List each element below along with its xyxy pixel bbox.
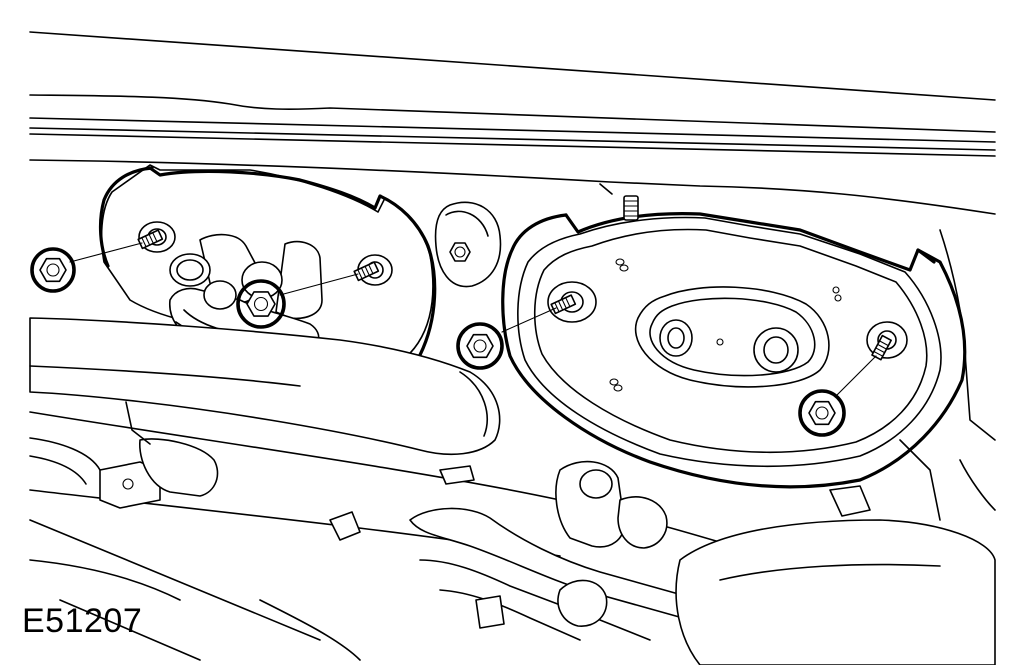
hose (30, 230, 995, 665)
right-cover-plate (503, 214, 965, 487)
stud (354, 262, 378, 280)
nut (238, 281, 284, 327)
stud (624, 196, 638, 220)
stud (872, 336, 891, 360)
nut (32, 249, 74, 291)
nut (458, 324, 502, 368)
centre-bracket (436, 202, 501, 286)
alignment-lines (70, 243, 876, 396)
figure-reference-code: E51207 (22, 602, 143, 640)
bulkhead-top-panel (30, 32, 995, 214)
nut (450, 243, 470, 261)
nut (800, 391, 844, 435)
